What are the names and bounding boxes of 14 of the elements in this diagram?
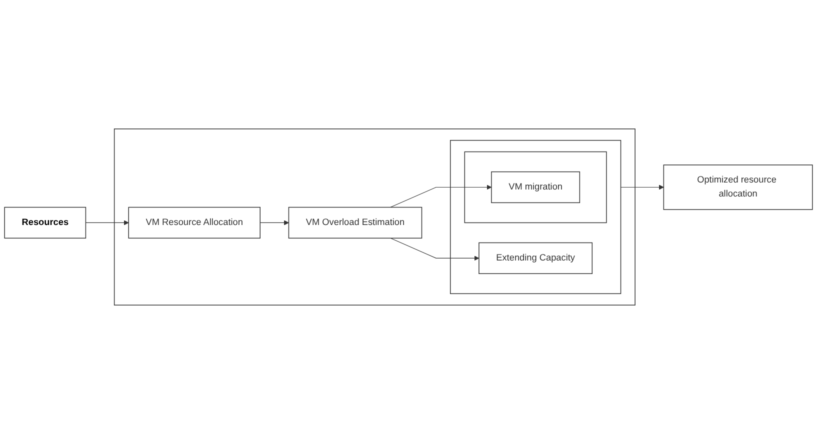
node-box: VM Overload Estimation <box>288 206 422 239</box>
arrow <box>620 184 664 190</box>
arrow <box>390 184 492 208</box>
node-box: VM migration <box>491 171 580 204</box>
node-box: Optimized resource allocation <box>663 164 813 210</box>
cluster <box>450 140 622 294</box>
arrow <box>260 220 289 226</box>
cluster <box>114 128 636 306</box>
node-box: VM Resource Allocation <box>128 206 260 239</box>
arrow <box>85 220 129 226</box>
arrow <box>390 238 480 261</box>
cluster <box>464 151 607 224</box>
node-box: Resources <box>4 206 86 239</box>
node-box: Extending Capacity <box>478 242 593 274</box>
